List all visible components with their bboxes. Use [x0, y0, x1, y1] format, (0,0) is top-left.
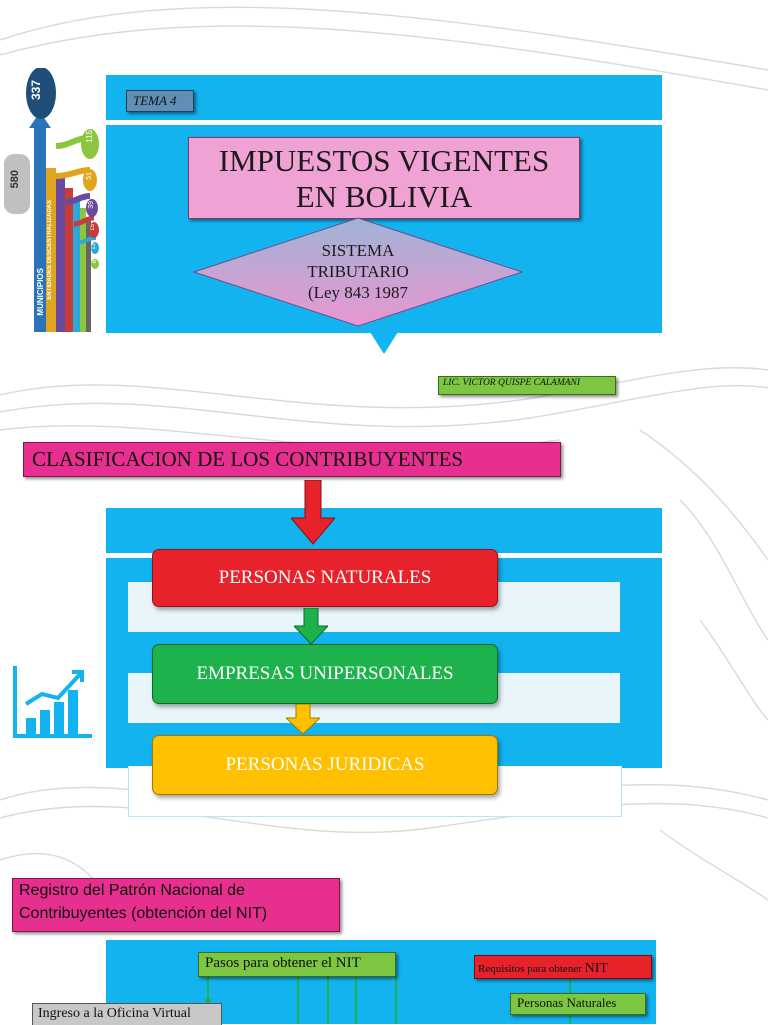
diamond-line3: (Ley 843 1987	[307, 283, 409, 302]
requisitos-small: Requisitos para obtener	[478, 963, 585, 975]
registro-heading-line2: Contribuyentes (obtención del NIT)	[19, 905, 268, 922]
slide2-top-band	[106, 508, 662, 553]
infographic-graphic	[4, 67, 99, 332]
ingreso-tag: Ingreso a la Oficina Virtual	[32, 1003, 222, 1025]
title-line2: EN BOLIVIA	[295, 179, 473, 214]
personas-naturales-label: PERSONAS NATURALES	[218, 567, 432, 588]
municipios-infographic: 337 580 115 51 39 15 13 6 MUNICIPIOS ENT…	[0, 67, 104, 338]
personas-juridicas-button[interactable]: PERSONAS JURIDICAS	[152, 735, 498, 795]
infographic-number-2: 51	[86, 172, 93, 180]
infographic-label-entidades: ENTIDADES DESCENTRALIZADAS	[47, 200, 53, 300]
registro-heading-line1: Registro del Patrón Nacional de	[19, 882, 245, 899]
green-down-arrow-icon	[294, 608, 328, 645]
author-name: LIC. VICTOR QUISPE CALAMANI	[443, 378, 581, 388]
empresas-unipersonales-label: EMPRESAS UNIPERSONALES	[196, 663, 454, 684]
tema-badge: TEMA 4	[126, 90, 194, 112]
infographic-top-number: 337	[29, 80, 43, 101]
ingreso-label: Ingreso a la Oficina Virtual	[38, 1006, 191, 1021]
slide1-top-band	[106, 75, 662, 120]
infographic-number-3: 39	[88, 201, 95, 209]
clasificacion-heading: CLASIFICACION DE LOS CONTRIBUYENTES	[32, 447, 464, 471]
infographic-number-4: 15	[90, 224, 96, 231]
growth-chart-icon	[13, 666, 92, 738]
requisitos-tag: Requisitos para obtener NIT	[474, 955, 652, 979]
requisitos-nit: NIT	[584, 961, 608, 976]
callout-pointer	[370, 332, 398, 354]
personas-naturales-tag: Personas Naturales	[510, 993, 646, 1015]
infographic-side-number: 580	[9, 170, 21, 189]
clasificacion-heading-box: CLASIFICACION DE LOS CONTRIBUYENTES	[23, 442, 561, 477]
empresas-unipersonales-button[interactable]: EMPRESAS UNIPERSONALES	[152, 644, 498, 704]
tema-label: TEMA 4	[133, 93, 177, 108]
sistema-diamond-shape	[192, 217, 524, 327]
title-line1: IMPUESTOS VIGENTES	[218, 143, 550, 178]
personas-juridicas-label: PERSONAS JURIDICAS	[225, 754, 425, 775]
infographic-number-1: 115	[85, 130, 94, 143]
author-tag: LIC. VICTOR QUISPE CALAMANI	[438, 376, 616, 395]
title-box: IMPUESTOS VIGENTES EN BOLIVIA	[188, 137, 580, 219]
diamond-line2: TRIBUTARIO	[307, 262, 409, 281]
registro-heading-box: Registro del Patrón Nacional de Contribu…	[12, 878, 340, 932]
red-down-arrow-icon	[291, 480, 335, 545]
requisitos-label: Requisitos para obtener NIT	[478, 959, 608, 977]
infographic-number-5: 13	[91, 243, 97, 250]
diamond-line1: SISTEMA	[321, 241, 395, 260]
pasos-tag: Pasos para obtener el NIT	[198, 952, 396, 977]
personas-naturales-tag-label: Personas Naturales	[517, 995, 617, 1010]
infographic-number-6: 6	[92, 260, 98, 264]
infographic-label-municipios: MUNICIPIOS	[36, 268, 45, 316]
personas-naturales-button[interactable]: PERSONAS NATURALES	[152, 549, 498, 607]
yellow-down-arrow-icon	[286, 704, 320, 735]
pasos-label: Pasos para obtener el NIT	[205, 955, 361, 971]
sistema-diamond-text: SISTEMA TRIBUTARIO (Ley 843 1987	[230, 240, 486, 303]
